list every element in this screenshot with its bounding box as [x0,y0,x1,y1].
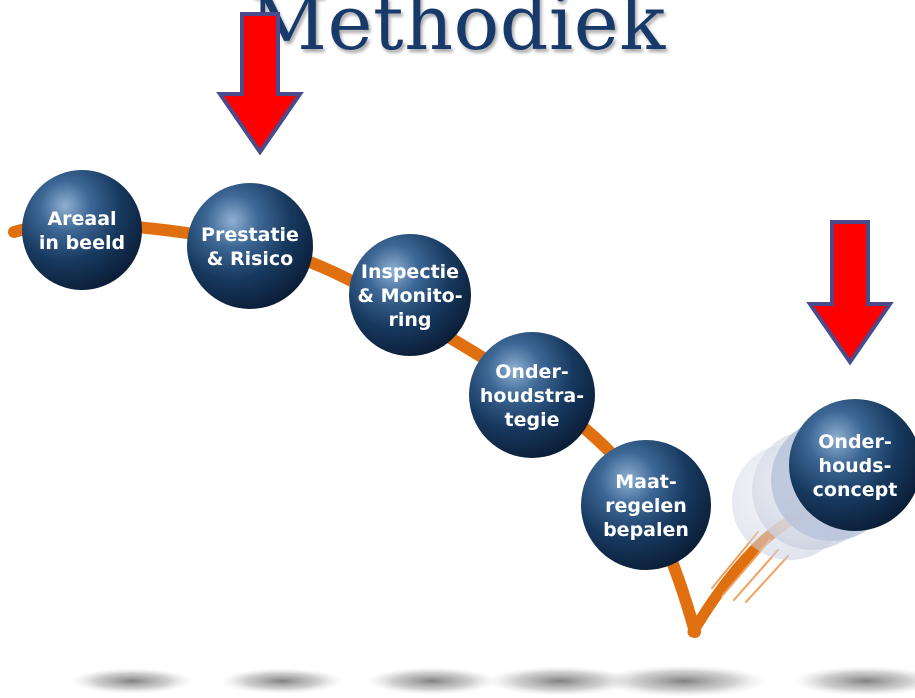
step-label-line: in beeld [39,232,125,254]
step-label-line: Maat- [615,471,677,493]
step-prestatie: Prestatie& Risico [187,183,313,309]
step-label-line: concept [813,479,898,501]
step-inspectie: Inspectie& Monito-ring [349,234,471,356]
step-sphere [581,440,711,570]
step-onderhoudsconcept: Onder-houds-concept [789,399,915,531]
motion-streak [745,555,789,603]
step-label-line: Prestatie [201,224,299,246]
floor-shadow [600,665,768,697]
step-sphere [22,170,142,290]
down-arrow-prestatie [216,12,304,156]
step-sphere [469,332,595,458]
step-onderhoudstrategie: Onder-houdstra-tegie [469,332,595,458]
step-sphere [349,234,471,356]
floor-shadow [792,666,915,696]
step-label-line: Onder- [818,431,891,453]
floor-shadow [366,667,498,695]
step-label-line: Areaal [47,208,116,230]
floor-shadow [486,666,634,696]
step-label-line: bepalen [603,519,689,541]
step-label-line: ring [388,309,431,331]
step-sphere [187,183,313,309]
page-title: Methodiek [249,0,666,67]
arrows-layer [216,12,894,366]
motion-streak [733,549,779,601]
floor-shadow [220,668,344,694]
step-label-line: Onder- [495,361,568,383]
step-label-line: Inspectie [361,261,459,283]
down-arrow-onderhoudsconcept [806,220,894,366]
step-sphere [789,399,915,531]
floor-shadow [70,668,194,694]
step-label-line: tegie [505,409,560,431]
floor-shadows [70,665,915,697]
step-label-line: houds- [819,455,892,477]
step-label-line: regelen [605,495,687,517]
step-label-line: & Monito- [357,285,462,307]
step-label-line: & Risico [207,248,293,270]
step-label-line: houdstra- [480,385,584,407]
